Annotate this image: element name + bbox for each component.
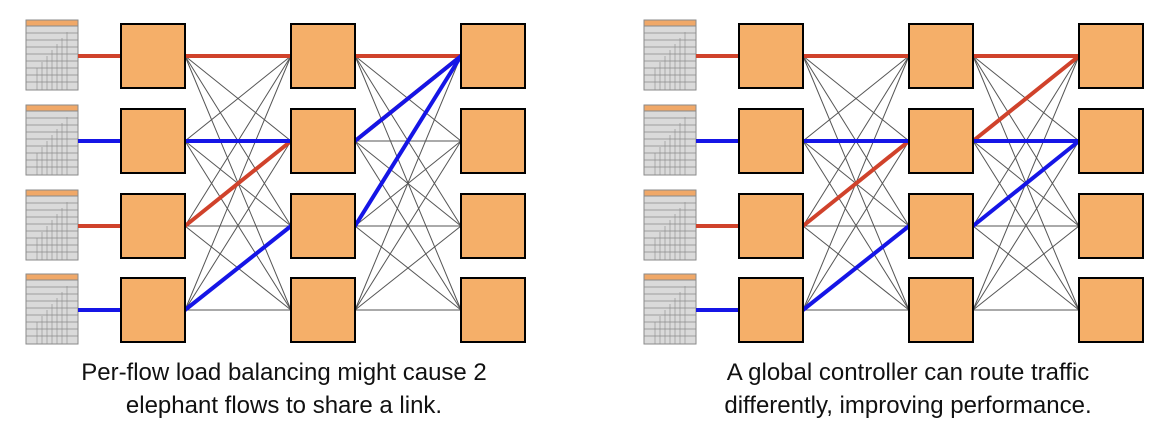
caption-line: differently, improving performance. [724, 392, 1092, 419]
switch-box [908, 277, 974, 343]
red-flow-link [971, 54, 1081, 143]
switch-box [460, 108, 526, 174]
server-icon [643, 189, 697, 261]
switch-box [460, 23, 526, 89]
elephant-flows [183, 54, 463, 312]
switch-box [1078, 23, 1144, 89]
caption-line: elephant flows to share a link. [125, 392, 443, 419]
mesh-links [802, 55, 1080, 311]
diagram-global-controller [643, 19, 1144, 345]
blue-flow-link [353, 54, 463, 143]
mesh-link [972, 140, 1080, 311]
switch-box [290, 193, 356, 259]
servers [643, 19, 697, 345]
switch-box [460, 277, 526, 343]
host-links [696, 54, 739, 312]
server-icon [643, 273, 697, 345]
host-links [78, 54, 121, 312]
switch-box [1078, 108, 1144, 174]
switch-box [738, 23, 804, 89]
switch-box [1078, 193, 1144, 259]
server-icon [25, 189, 79, 261]
server-icon [643, 104, 697, 176]
servers [25, 19, 79, 345]
caption-line: A global controller can route traffic [726, 359, 1090, 386]
mesh-link [354, 55, 462, 311]
switch-box [738, 277, 804, 343]
switch-box [120, 193, 186, 259]
mesh-link [184, 55, 292, 142]
mesh-links [184, 55, 462, 311]
switch-box [290, 277, 356, 343]
server-icon [643, 19, 697, 91]
blue-flow-link [801, 224, 911, 312]
switch-box [908, 23, 974, 89]
switch-box [738, 108, 804, 174]
switch-box [460, 193, 526, 259]
server-icon [25, 104, 79, 176]
caption-global-controller: A global controller can route traffic di… [628, 356, 1170, 422]
server-icon [25, 19, 79, 91]
diagram-per-flow-load-balancing [25, 19, 526, 345]
switch-box [120, 277, 186, 343]
blue-flow-link [353, 54, 463, 228]
mesh-link [972, 225, 1080, 311]
red-flow-link [183, 139, 293, 228]
blue-flow-link [183, 224, 293, 312]
mesh-link [184, 140, 292, 311]
switch-box [120, 108, 186, 174]
mesh-link [354, 140, 462, 311]
switch-box [908, 193, 974, 259]
mesh-link [354, 225, 462, 311]
switch-box [908, 108, 974, 174]
server-icon [25, 273, 79, 345]
switches [120, 23, 526, 343]
blue-flow-link [971, 139, 1081, 228]
switch-box [738, 193, 804, 259]
caption-line: Per-flow load balancing might cause 2 [81, 359, 487, 386]
switch-box [290, 108, 356, 174]
caption-per-flow-load-balancing: Per-flow load balancing might cause 2 el… [4, 356, 564, 422]
red-flow-link [801, 139, 911, 228]
switch-box [1078, 277, 1144, 343]
elephant-flows [801, 54, 1081, 312]
switch-box [120, 23, 186, 89]
mesh-link [802, 55, 910, 142]
switch-box [290, 23, 356, 89]
mesh-link [802, 140, 910, 311]
switches [738, 23, 1144, 343]
